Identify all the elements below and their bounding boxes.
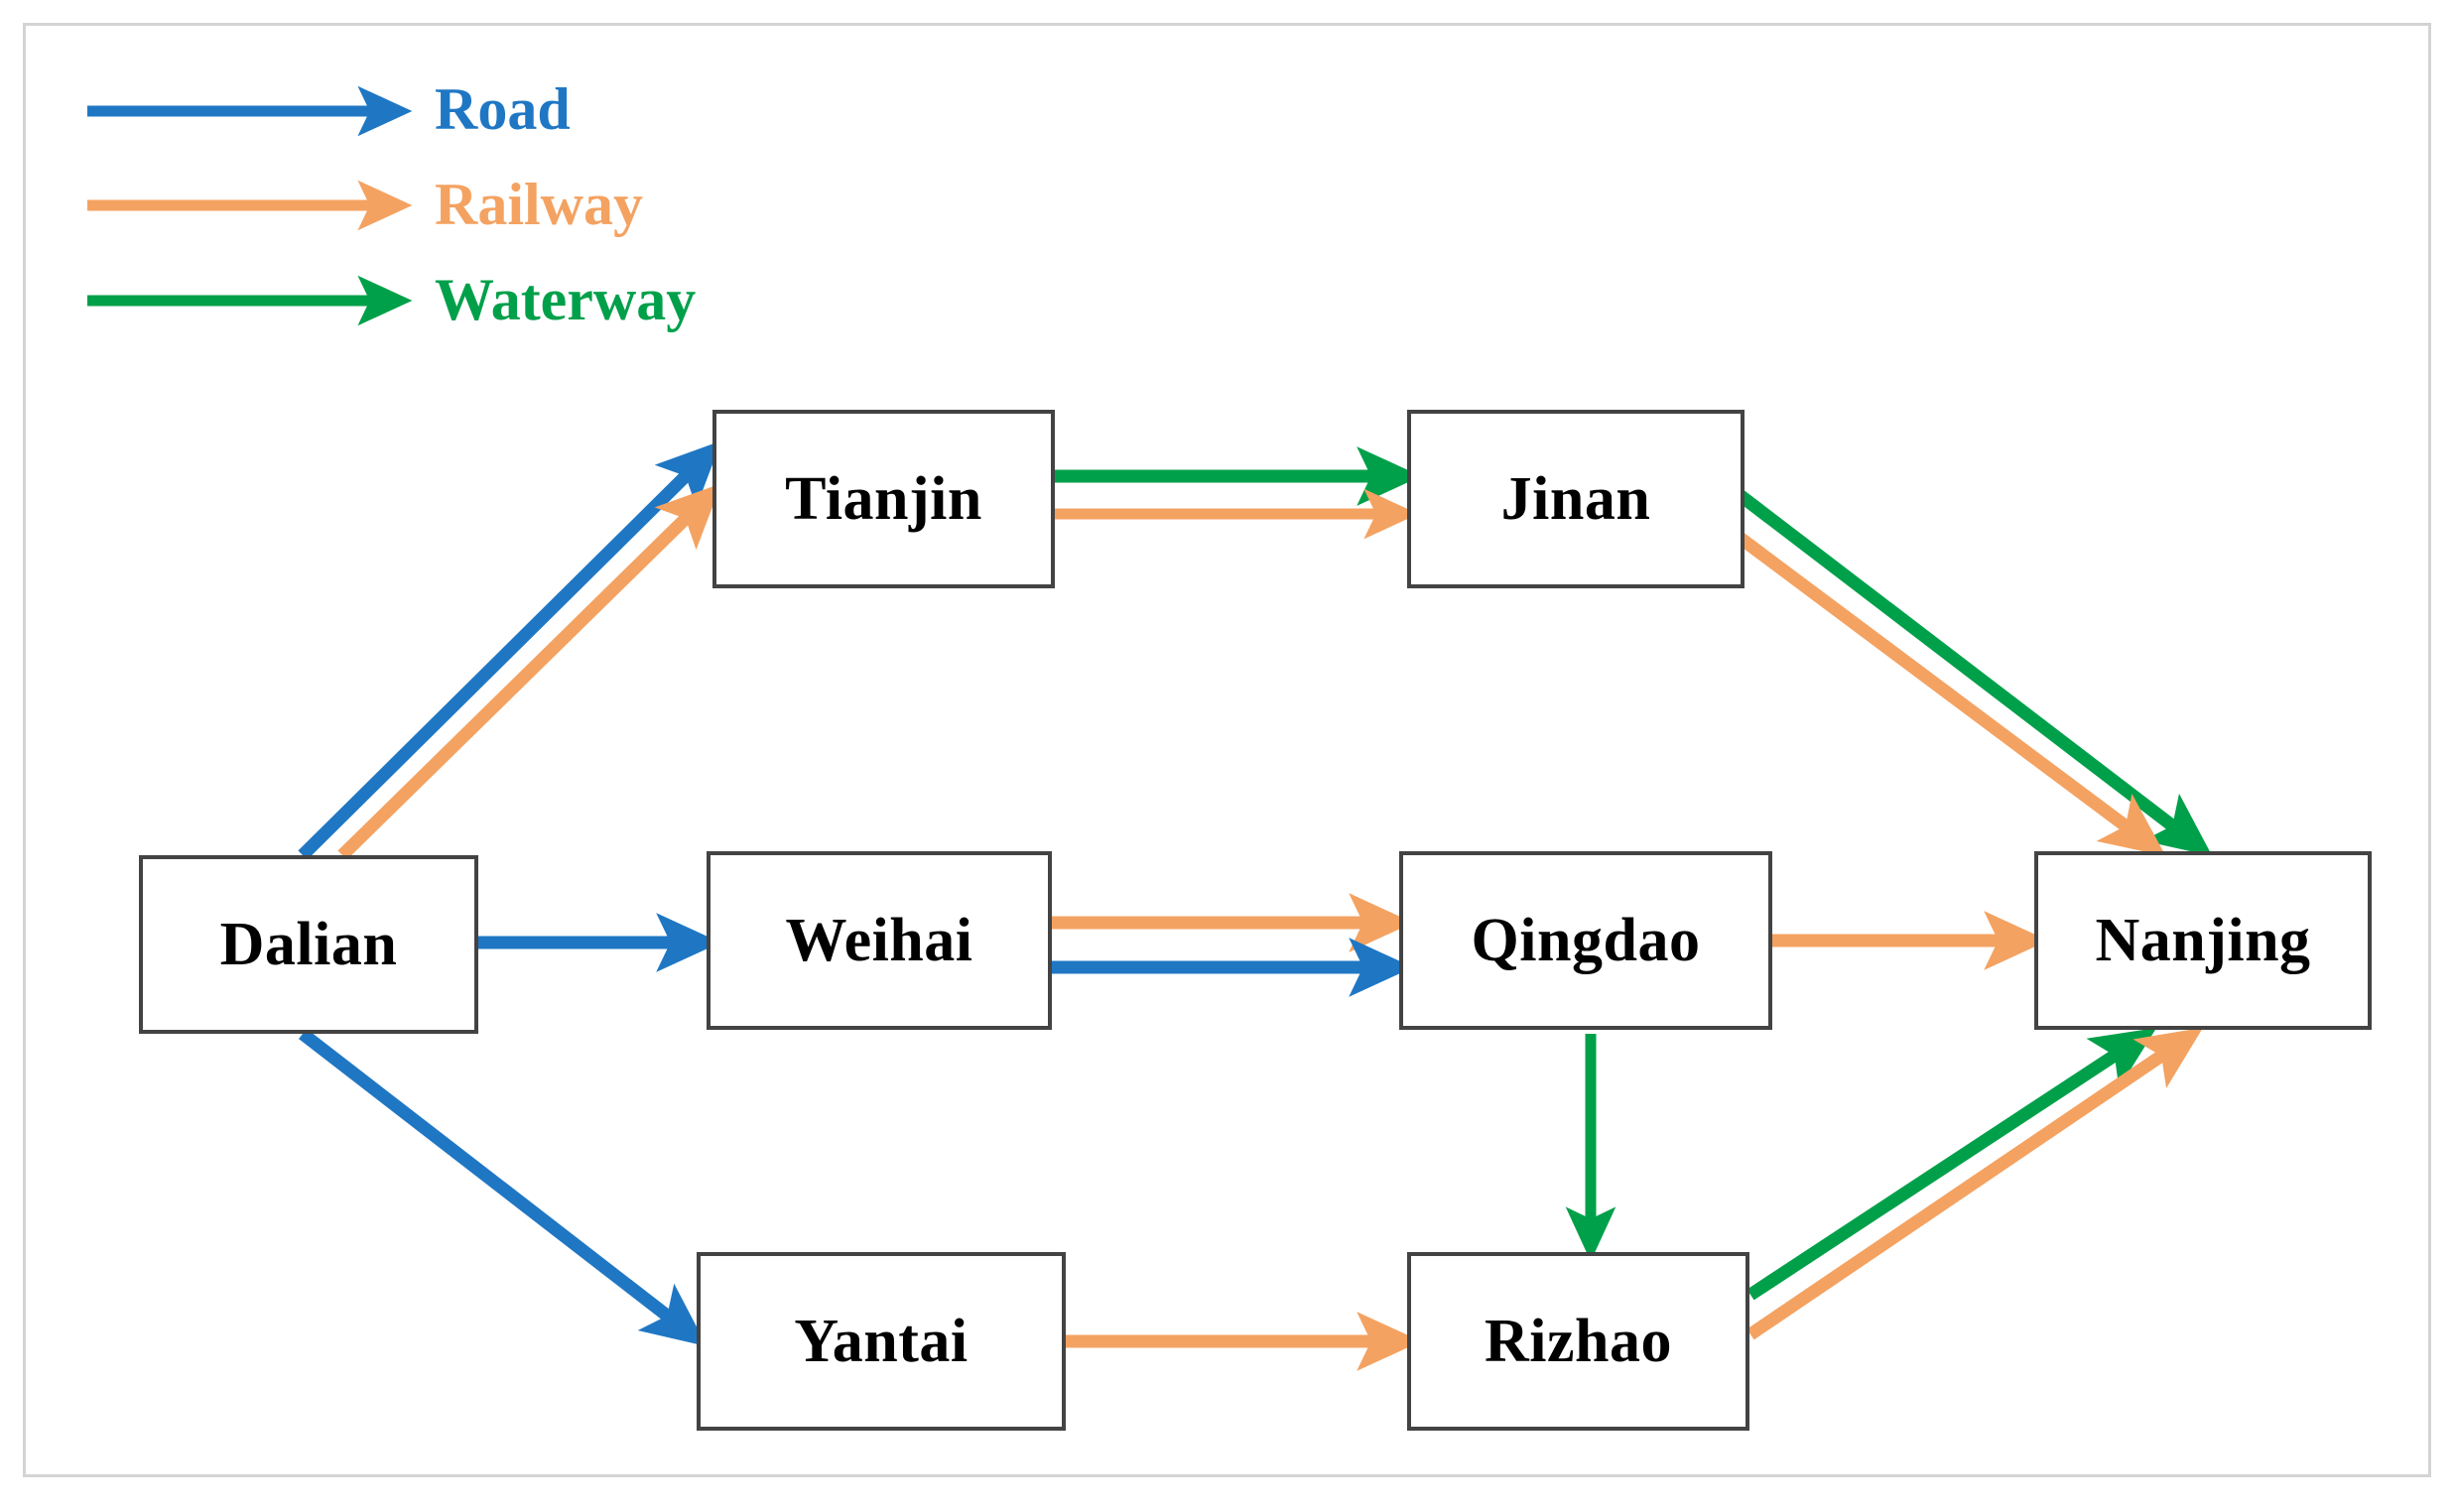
node-label-weihai: Weihai	[785, 906, 973, 974]
node-qingdao[interactable]: Qingdao	[1399, 851, 1772, 1030]
node-label-jinan: Jinan	[1500, 464, 1651, 533]
node-weihai[interactable]: Weihai	[707, 851, 1052, 1030]
node-tianjin[interactable]: Tianjin	[712, 410, 1055, 588]
node-nanjing[interactable]: Nanjing	[2034, 851, 2372, 1030]
legend-label-road: Road	[435, 76, 571, 142]
node-label-dalian: Dalian	[219, 910, 398, 978]
node-label-qingdao: Qingdao	[1471, 906, 1701, 974]
node-label-tianjin: Tianjin	[785, 464, 982, 533]
node-rizhao[interactable]: Rizhao	[1407, 1252, 1749, 1431]
node-yantai[interactable]: Yantai	[697, 1252, 1066, 1431]
node-jinan[interactable]: Jinan	[1407, 410, 1745, 588]
node-label-nanjing: Nanjing	[2095, 906, 2311, 974]
legend-label-railway: Railway	[435, 172, 643, 237]
node-dalian[interactable]: Dalian	[139, 855, 478, 1034]
legend-label-waterway: Waterway	[435, 267, 697, 332]
node-label-yantai: Yantai	[794, 1307, 969, 1375]
node-label-rizhao: Rizhao	[1485, 1307, 1672, 1375]
diagram-frame	[23, 23, 2431, 1477]
